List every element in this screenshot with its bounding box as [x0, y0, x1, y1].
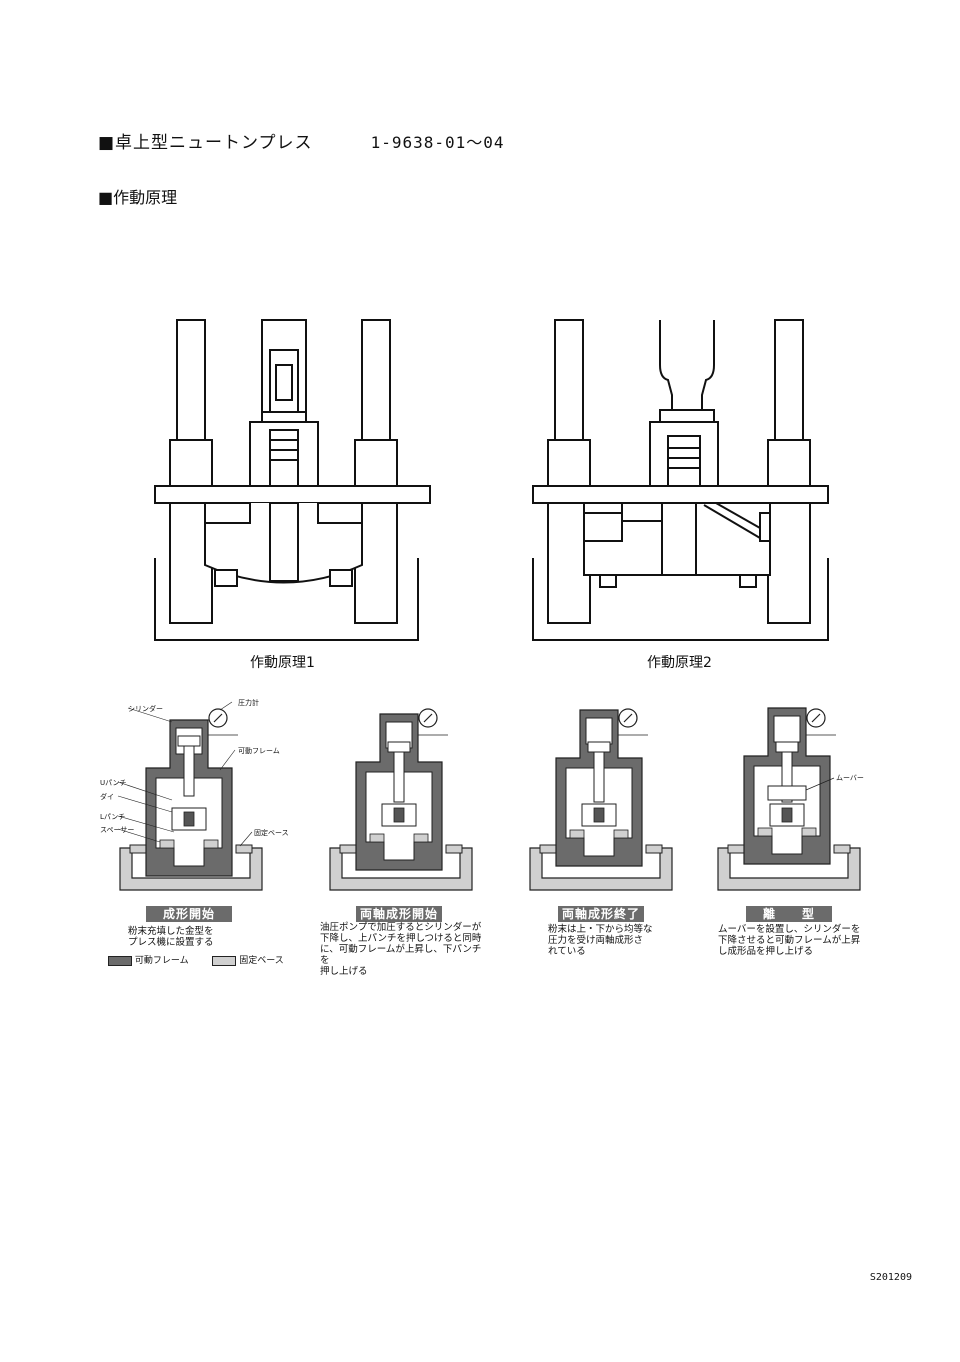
stage-label-2: 両軸成形開始 [356, 906, 442, 922]
legend-label-movable: 可動フレーム [134, 956, 189, 966]
stage-diagram-2 [329, 708, 473, 891]
legend-label-fixed: 固定ベース [239, 956, 284, 966]
stage-diagram-3 [529, 708, 673, 891]
legend: 可動フレーム 固定ベース [108, 953, 284, 966]
stage-label-1: 成形開始 [146, 906, 232, 922]
label-mover: ムーバー [836, 774, 864, 782]
label-cylinder: シリンダー [128, 705, 163, 713]
label-die: ダイ [100, 793, 114, 801]
stage-desc-1: 粉末充填した金型を プレス機に設置する [128, 926, 214, 948]
stage-diagram-1 [117, 701, 263, 891]
stage-diagrams [117, 701, 861, 891]
stage-label-3: 両軸成形終了 [558, 906, 644, 922]
stage-label-4: 離 型 [746, 906, 832, 922]
product-title: ■卓上型ニュートンプレス 1-9638-01～04 [98, 128, 505, 153]
stage-desc-4: ムーバーを設置し、シリンダーを 下降させると可動フレームが上昇 し成形品を押し上… [718, 924, 861, 957]
stage-diagram-4 [717, 707, 861, 891]
label-gauge: 圧力計 [238, 699, 259, 707]
label-spacer: スペーサー [100, 826, 135, 834]
legend-swatch-fixed [212, 955, 237, 966]
product-title-text: ■卓上型ニュートンプレス [98, 133, 313, 153]
label-upper-punch: Uパンチ [100, 779, 127, 787]
principle-diagram-1 [154, 319, 431, 641]
label-movable-frame: 可動フレーム [238, 747, 280, 755]
diagram-caption-2: 作動原理2 [647, 655, 712, 671]
label-fixed-base: 固定ベース [254, 829, 289, 837]
stage-desc-2: 油圧ポンプで加圧するとシリンダーが 下降し、上パンチを押しつけると同時 に、可動… [320, 922, 482, 977]
legend-swatch-movable [108, 955, 132, 966]
label-lower-punch: Lパンチ [100, 813, 126, 821]
doc-code: S201209 [869, 1272, 912, 1283]
stage-desc-3: 粉末は上・下から均等な 圧力を受け両軸成形さ れている [548, 924, 653, 957]
product-code: 1-9638-01～04 [370, 133, 505, 152]
diagram-caption-1: 作動原理1 [250, 655, 315, 671]
principle-diagrams [154, 319, 829, 641]
principle-diagram-2 [532, 319, 829, 641]
section-title: ■作動原理 [98, 188, 178, 207]
